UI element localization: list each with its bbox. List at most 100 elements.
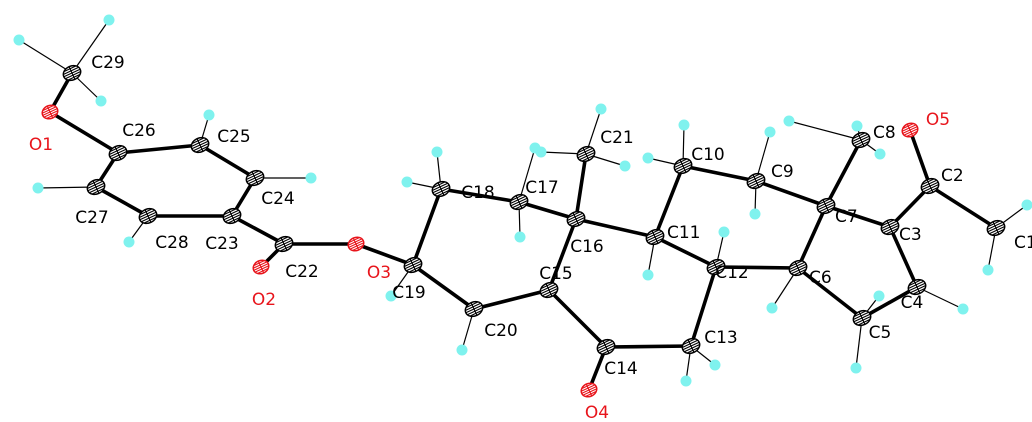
atom-label-O3: O3 (367, 263, 391, 283)
atom-label-C12: C12 (715, 263, 749, 283)
hydrogen-atom (305, 172, 317, 184)
atom-C16 (566, 210, 586, 228)
hydrogen-atom (95, 95, 107, 107)
hydrogen-atom (718, 226, 730, 238)
bond-C17-C18 (439, 187, 521, 204)
hydrogen-atom (749, 208, 761, 220)
atom-C18 (431, 180, 451, 198)
atom-C22 (274, 235, 294, 253)
hydrogen-atom (874, 148, 886, 160)
atom-C26 (108, 144, 128, 162)
hydrogen-atom (535, 146, 547, 158)
hydrogen-atom (850, 362, 862, 374)
atom-C17 (509, 193, 529, 211)
atom-label-C9: C9 (771, 162, 794, 182)
bond-C2-C3 (888, 184, 932, 229)
atom-label-C5: C5 (869, 323, 892, 343)
bond-C15-C20 (472, 288, 551, 311)
atom-C6 (788, 259, 808, 277)
hydrogen-bond (37, 186, 97, 189)
atom-label-C3: C3 (899, 225, 922, 245)
atom-label-C22: C22 (285, 262, 319, 282)
atom-label-O2: O2 (252, 290, 276, 310)
atom-C28 (138, 207, 158, 225)
hydrogen-atom (514, 231, 526, 243)
hydrogen-bond (916, 286, 964, 310)
atom-label-C1: C1 (1014, 233, 1032, 253)
bond-C26-O1 (48, 110, 120, 155)
hydrogen-atom (709, 359, 721, 371)
bond-C13-C14 (604, 344, 693, 349)
atom-O1 (41, 104, 59, 120)
atom-C12 (706, 258, 726, 276)
hydrogen-atom (595, 103, 607, 115)
atom-label-C13: C13 (704, 328, 738, 348)
hydrogen-atom (873, 290, 885, 302)
atom-C10 (673, 157, 693, 175)
atom-C14 (596, 338, 616, 356)
bond-C19-O3 (354, 242, 415, 267)
bond-C3-C7 (824, 204, 892, 229)
atom-label-C20: C20 (484, 321, 518, 341)
atom-label-C14: C14 (604, 359, 638, 379)
bond-C25-C26 (116, 143, 202, 155)
hydrogen-atom (680, 375, 692, 387)
atom-label-C2: C2 (941, 166, 964, 186)
hydrogen-bond (855, 317, 863, 369)
hydrogen-atom (32, 182, 44, 194)
atom-label-C16: C16 (570, 237, 604, 257)
hydrogen-bond (518, 147, 536, 203)
atom-C5 (852, 309, 872, 327)
atom-label-C17: C17 (525, 178, 559, 198)
bond-layer (48, 71, 998, 392)
hydrogen-bond (18, 39, 73, 74)
atom-label-C25: C25 (217, 127, 251, 147)
bond-C6-C7 (796, 204, 828, 270)
atom-C11 (645, 228, 665, 246)
bond-C2-O5 (908, 128, 932, 188)
atom-label-C27: C27 (75, 208, 109, 228)
hydrogen-bond (788, 120, 862, 141)
bond-C5-C6 (796, 266, 864, 320)
hydrogen-atom (957, 303, 969, 315)
hydrogen-atom (203, 109, 215, 121)
hydrogen-atom (678, 119, 690, 131)
hydrogen-atom (103, 14, 115, 26)
hydrogen-atom (401, 176, 413, 188)
bond-C22-C23 (230, 214, 286, 246)
hydrogen-atom (642, 269, 654, 281)
atom-C19 (403, 256, 423, 274)
bond-C19-C20 (411, 263, 476, 311)
bond-C12-C13 (689, 265, 718, 348)
bond-C16-C21 (574, 152, 588, 221)
bond-C3-C4 (888, 225, 919, 289)
hydrogen-atom (851, 120, 863, 132)
atom-C21 (576, 145, 596, 163)
atom-label-O5: O5 (926, 110, 950, 130)
bond-C4-C5 (860, 285, 919, 320)
atom-label-O1: O1 (29, 135, 53, 155)
atom-C23 (222, 207, 242, 225)
atom-C27 (86, 178, 106, 196)
bond-C16-C17 (517, 200, 578, 221)
bond-C11-C16 (574, 217, 657, 239)
bond-C7-C8 (824, 138, 863, 208)
bond-C24-C25 (198, 143, 257, 180)
bond-C11-C12 (653, 235, 718, 269)
hydrogen-atom (431, 146, 443, 158)
atom-O4 (580, 382, 598, 398)
hydrogen-atom (13, 34, 25, 46)
hydrogen-atom (783, 115, 795, 127)
hydrogen-atom (385, 290, 397, 302)
atom-label-C15: C15 (539, 264, 573, 284)
atom-label-C10: C10 (691, 145, 725, 165)
atom-O2 (252, 259, 270, 275)
hydrogen-atom (456, 344, 468, 356)
hydrogen-atom (619, 160, 631, 172)
atom-C7 (816, 197, 836, 215)
hydrogen-atom (1021, 199, 1032, 211)
atom-C20 (464, 300, 484, 318)
atom-label-C19: C19 (392, 283, 426, 303)
atom-C1 (986, 219, 1006, 237)
